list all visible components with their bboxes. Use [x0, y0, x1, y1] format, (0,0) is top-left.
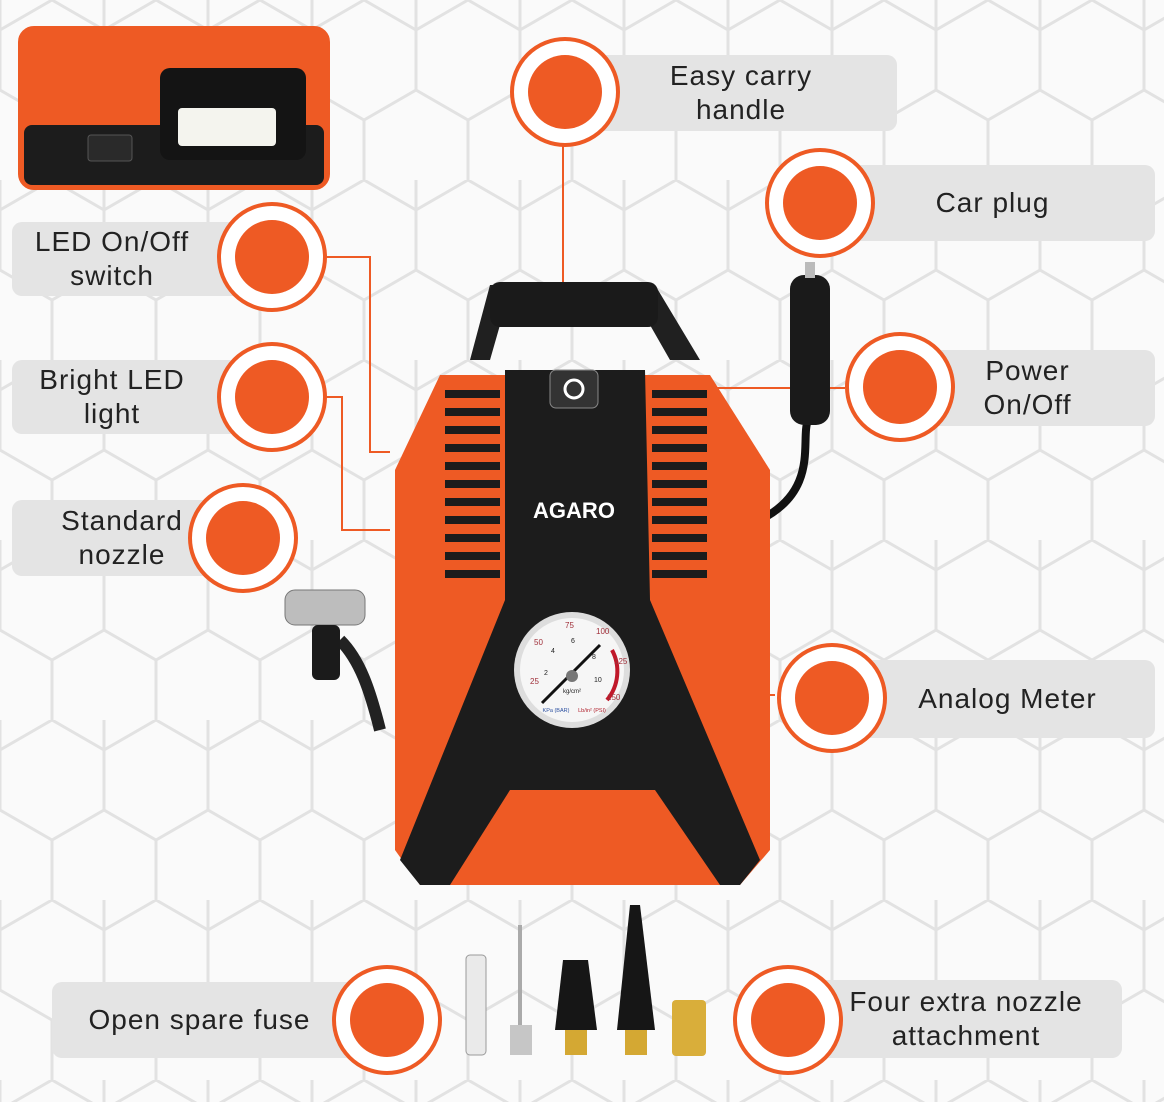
gauge-psi-tick: 125: [614, 657, 628, 666]
vent-grills: [445, 390, 707, 578]
gauge-kpa-label: KPa (BAR): [543, 708, 570, 714]
callout-marker-fuse: [332, 965, 442, 1075]
callout-marker-handle: [510, 37, 620, 147]
callout-label: Standard nozzle: [61, 505, 183, 570]
callout-marker-car-plug: [765, 148, 875, 258]
gauge-psi-tick: 25: [530, 677, 539, 686]
gauge-bar-tick: 10: [594, 677, 602, 684]
callout-label: Bright LED light: [39, 364, 185, 429]
standard-nozzle-image: [284, 589, 366, 680]
callout-label: Open spare fuse: [88, 1004, 311, 1035]
callout-marker-attachments: [733, 965, 843, 1075]
gauge-bar-tick: 2: [544, 670, 548, 677]
callout-label: Four extra nozzle attachment: [849, 986, 1083, 1051]
callout-marker-nozzle: [188, 483, 298, 593]
accessories-image: [465, 905, 706, 1056]
power-button-icon: [549, 369, 599, 409]
gauge-psi-tick: 50: [534, 638, 543, 647]
callout-marker-led-light: [217, 342, 327, 452]
gauge-bar-tick: 8: [592, 654, 596, 661]
callout-label: Analog Meter: [918, 683, 1097, 714]
pressure-gauge: 25 50 75 100 125 150 2 4 6 8 10 kg/cm² K…: [514, 612, 630, 728]
callout-marker-led-switch: [217, 202, 327, 312]
brand-logo: AGARO: [533, 498, 615, 523]
gauge-psi-tick: 150: [607, 693, 621, 702]
led-closeup-inset: [18, 26, 330, 190]
callout-label: Power On/Off: [983, 355, 1072, 420]
car-plug-image: [790, 262, 830, 425]
callout-label: Car plug: [935, 187, 1050, 218]
gauge-bar-tick: 4: [551, 648, 555, 655]
gauge-bar-tick: 6: [571, 638, 575, 645]
callout-marker-power: [845, 332, 955, 442]
gauge-units: kg/cm²: [563, 689, 581, 695]
gauge-psi-tick: 75: [565, 621, 574, 630]
callout-marker-meter: [777, 643, 887, 753]
callout-label: LED On/Off switch: [34, 226, 190, 291]
gauge-psi-label: Lb/in² (PSI): [578, 708, 606, 714]
gauge-psi-tick: 100: [596, 627, 610, 636]
callout-label: Easy carry handle: [669, 60, 813, 125]
